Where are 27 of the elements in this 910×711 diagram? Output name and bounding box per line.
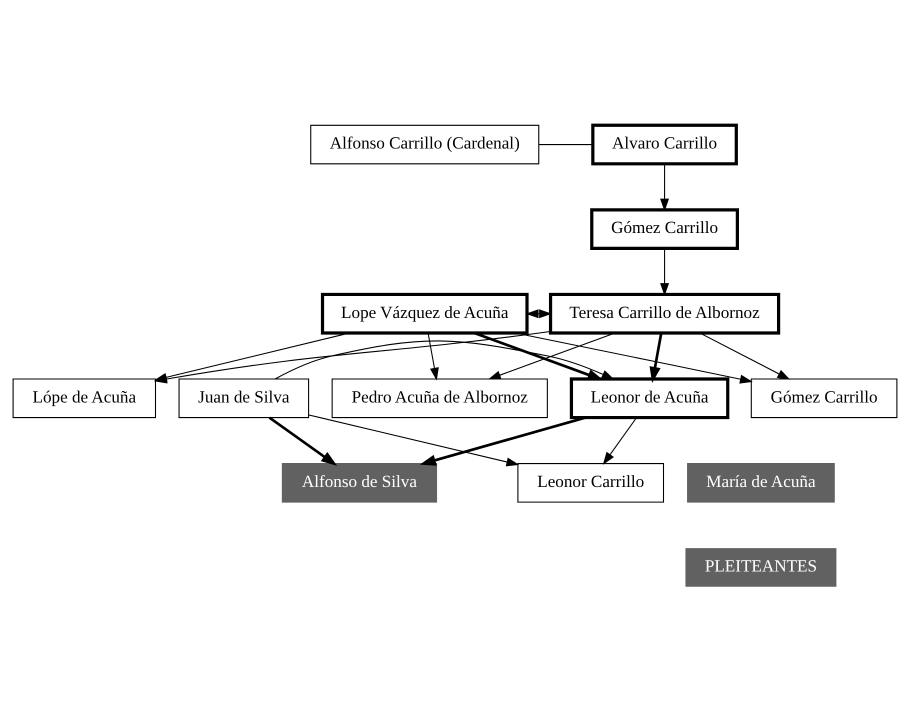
node-box: María de Acuña <box>687 462 835 502</box>
arrow <box>268 416 338 466</box>
node-box: Teresa Carrillo de Albornoz <box>548 292 780 334</box>
node-box: Pedro Acuña de Albornoz <box>332 378 548 418</box>
arrow <box>488 332 615 380</box>
arrow <box>526 308 552 318</box>
arrow <box>274 340 614 380</box>
node-box: Leonor de Acuña <box>570 376 730 419</box>
arrow <box>700 332 790 380</box>
node-box: Lópe de Acuña <box>12 378 156 418</box>
arrow <box>602 416 637 464</box>
legend-label: PLEITEANTES <box>704 556 818 576</box>
connector <box>539 144 592 145</box>
node-box: Gómez Carrillo <box>590 208 739 250</box>
arrow <box>660 248 670 296</box>
arrow <box>428 332 439 380</box>
arrow <box>308 414 520 466</box>
arrow <box>650 332 663 382</box>
node-box: Lope Vázquez de Acuña <box>320 292 529 334</box>
arrow <box>420 416 586 466</box>
node-box: Alvaro Carrillo <box>591 123 738 165</box>
node-box: Alfonso Carrillo (Cardenal) <box>310 124 540 164</box>
arrow <box>660 163 670 211</box>
node-box: Gómez Carrillo <box>750 378 898 418</box>
node-box: Juan de Silva <box>178 378 310 418</box>
node-box: Alfonso de Silva <box>282 462 438 502</box>
node-box: Leonor Carrillo <box>517 462 664 502</box>
